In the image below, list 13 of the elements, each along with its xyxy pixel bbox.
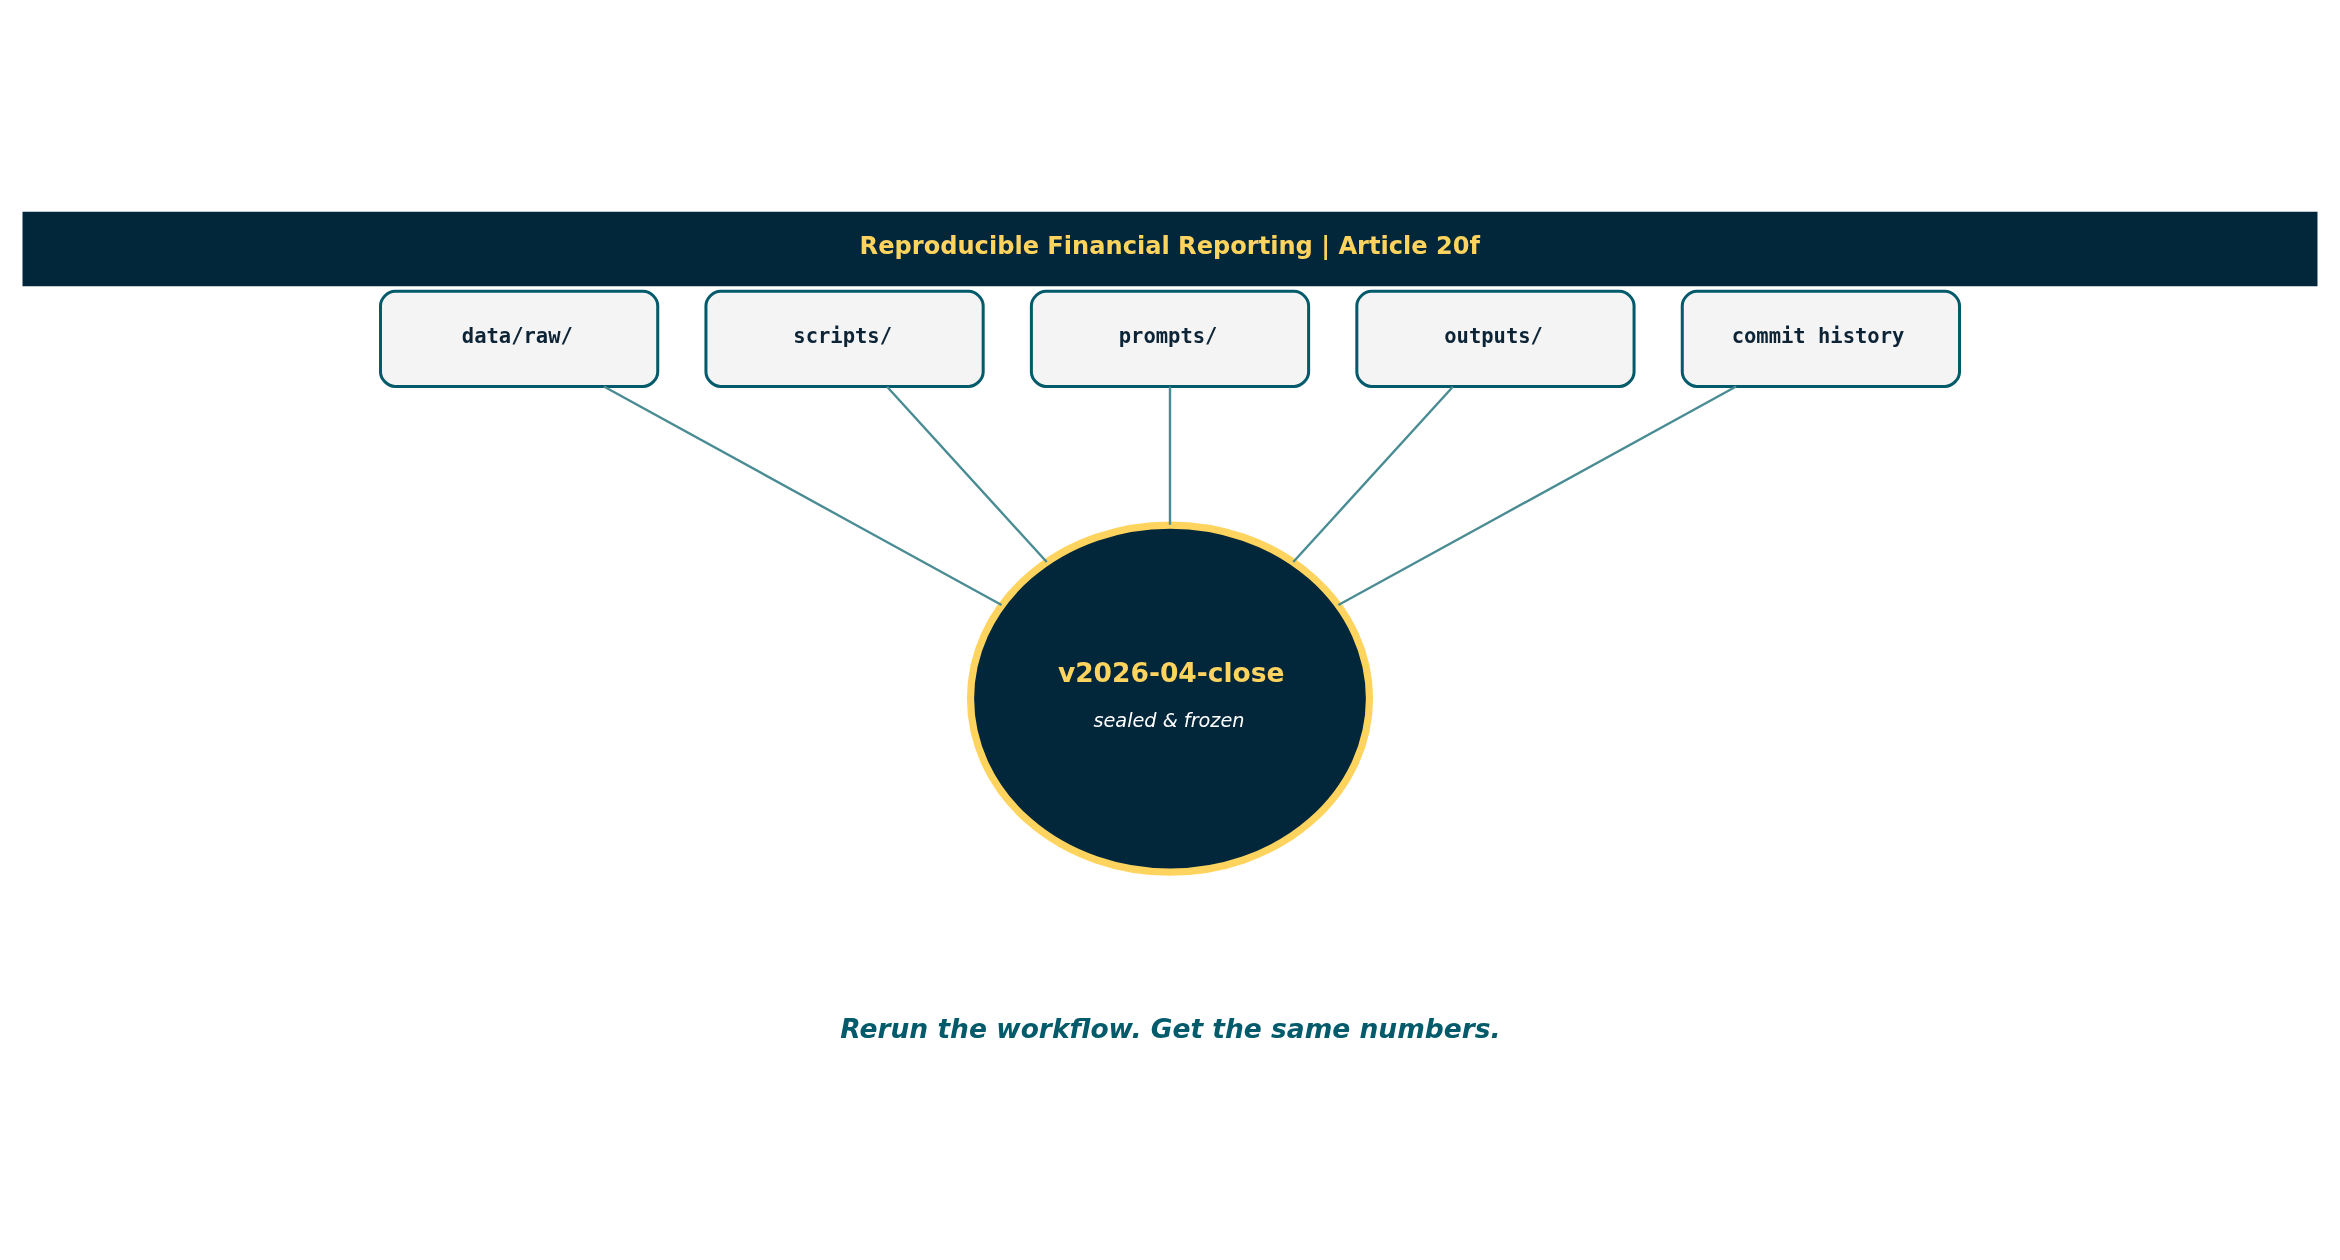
connector bbox=[1292, 385, 1454, 563]
node-ellipse: v2026-04-close sealed & frozen bbox=[966, 520, 1374, 876]
caption: Rerun the workflow. Get the same numbers. bbox=[840, 1012, 1501, 1044]
node-box: commit history bbox=[1680, 289, 1961, 388]
connector bbox=[603, 385, 1003, 606]
node-box: prompts/ bbox=[1029, 289, 1311, 388]
node-box: outputs/ bbox=[1355, 289, 1636, 388]
connector bbox=[886, 385, 1048, 563]
diagram-title: Reproducible Financial Reporting | Article 20f bbox=[859, 231, 1481, 260]
node-box: data/raw/ bbox=[379, 289, 660, 388]
connector bbox=[1337, 385, 1737, 606]
connector bbox=[1168, 386, 1172, 525]
node-box: scripts/ bbox=[704, 289, 985, 388]
